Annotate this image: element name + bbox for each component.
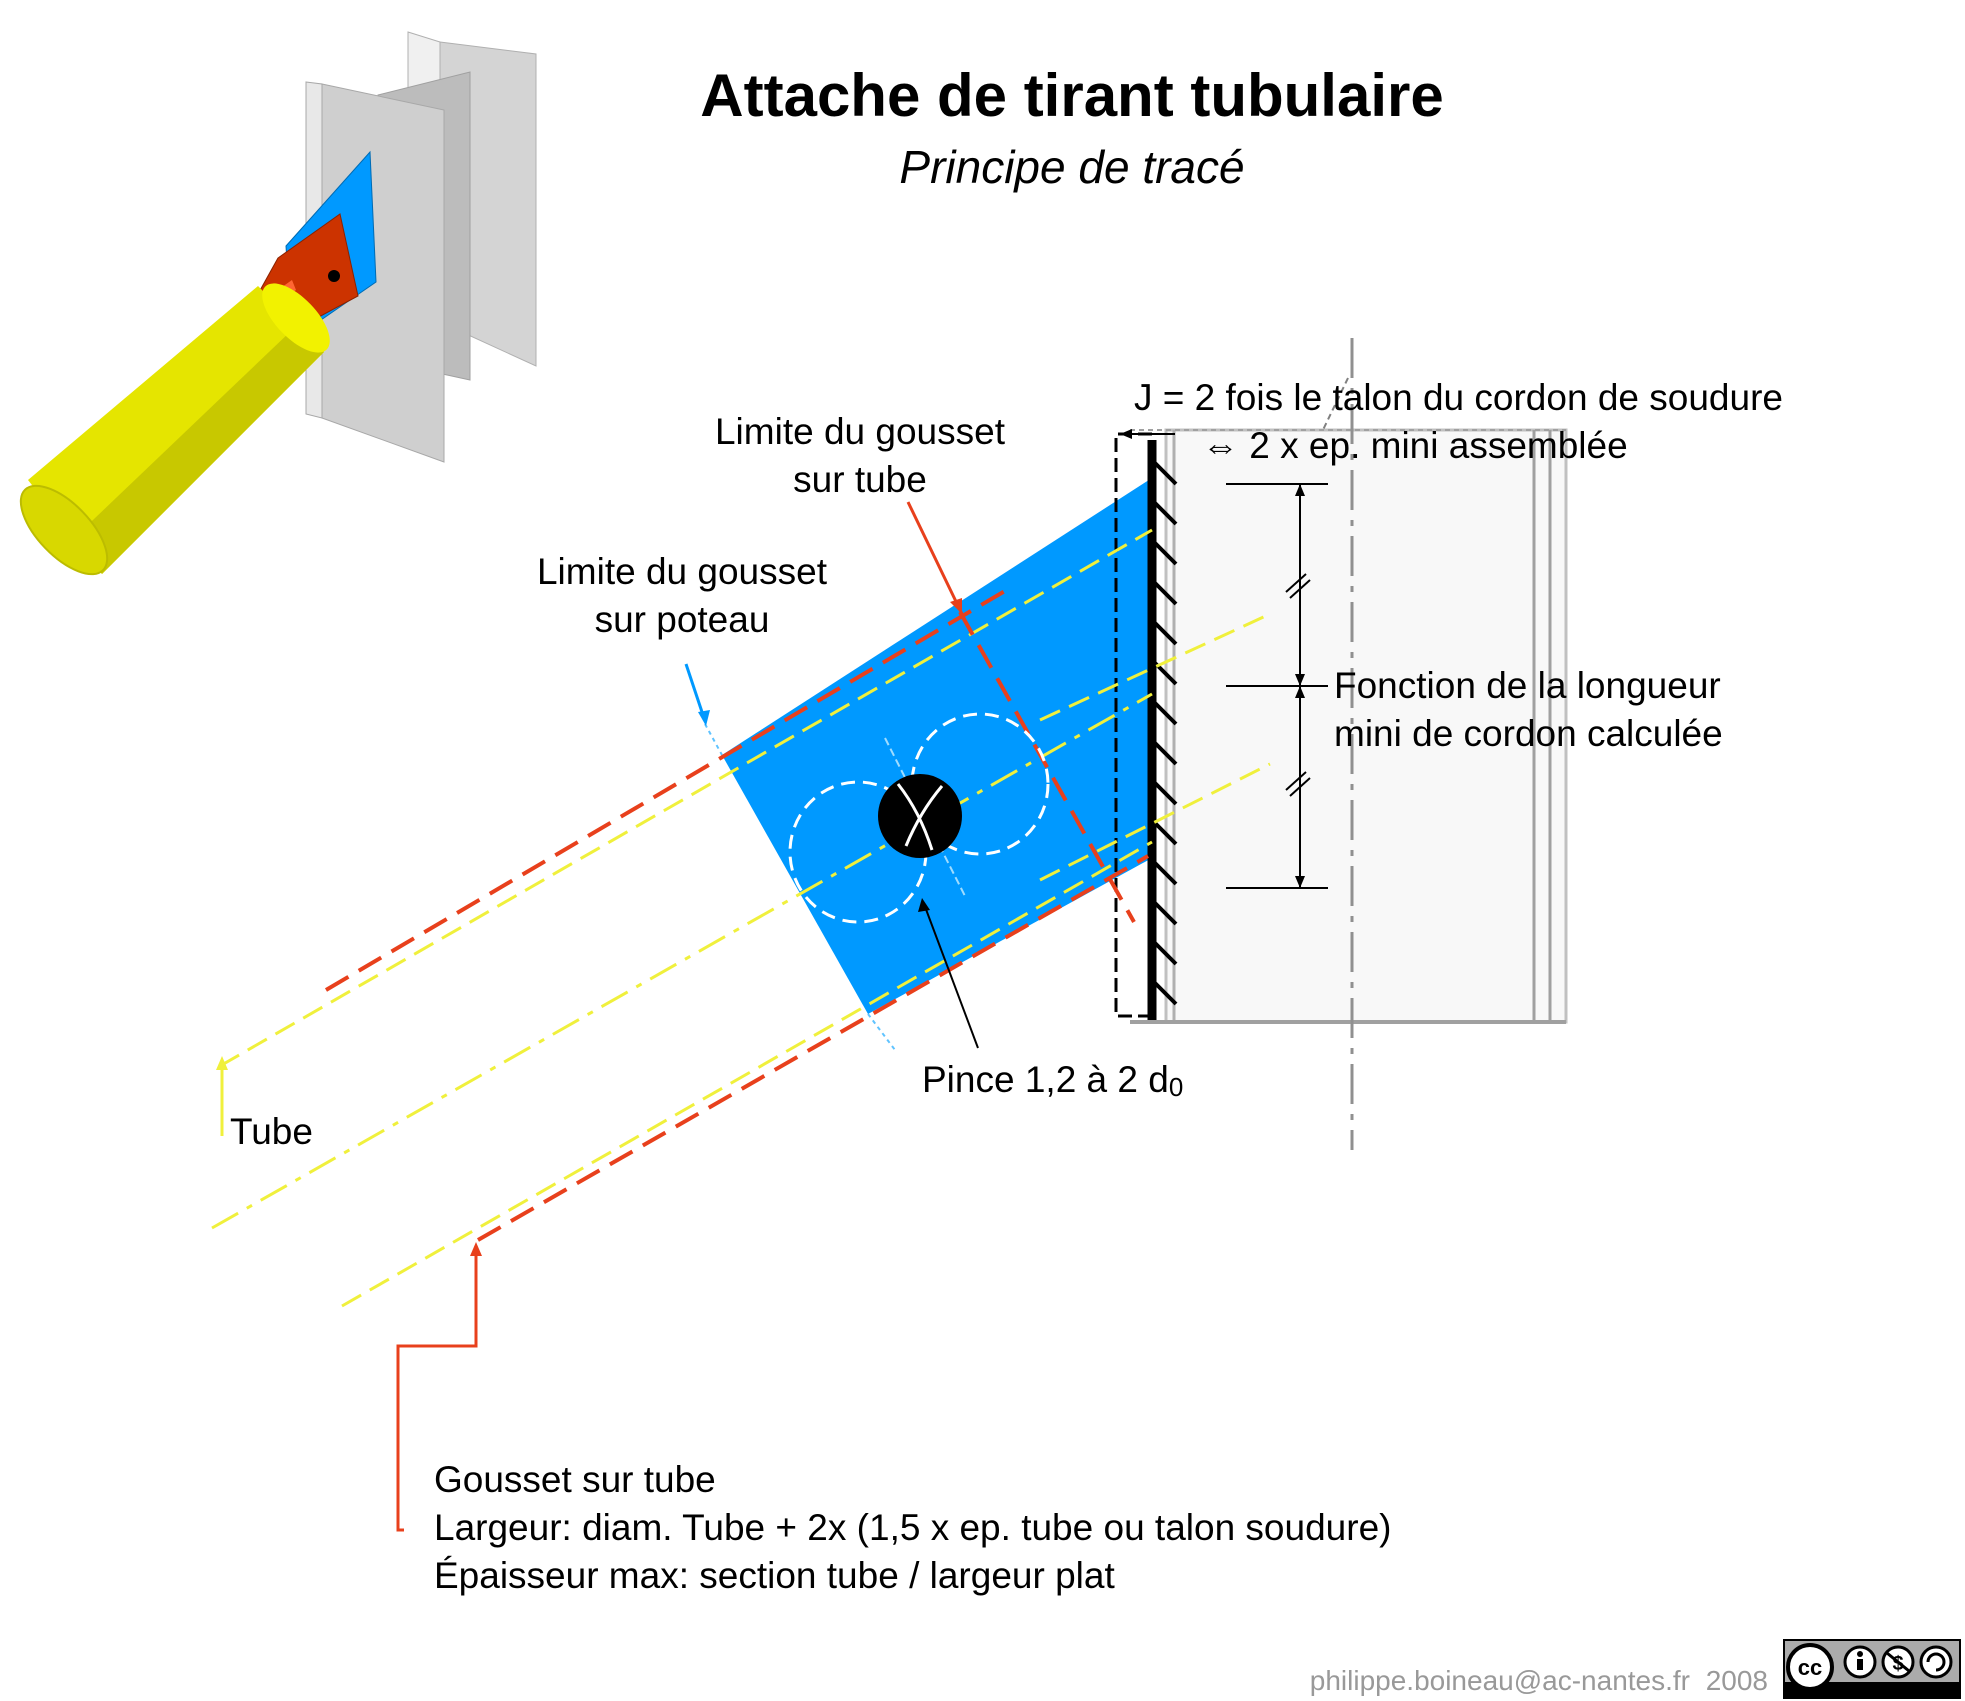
fonction-label-1: Fonction de la longueur bbox=[1334, 665, 1721, 706]
weld-hatches bbox=[1150, 458, 1178, 1006]
cc-by-label: BY bbox=[1851, 1683, 1869, 1698]
gusset-limit-top bbox=[324, 586, 1012, 992]
footer-author: philippe.boineau@ac-nantes.fr bbox=[1310, 1665, 1690, 1696]
gusset-limit-tube bbox=[958, 611, 1136, 923]
gousset-label-3: Épaisseur max: section tube / largeur pl… bbox=[434, 1555, 1115, 1596]
tube-lines bbox=[211, 528, 1271, 1308]
gousset-pointer bbox=[396, 1252, 478, 1532]
column-elevation bbox=[1130, 338, 1568, 1150]
tube-label: Tube bbox=[230, 1111, 313, 1152]
cc-logo-icon bbox=[1786, 1643, 1834, 1691]
cc-logo-text: cc bbox=[1798, 1655, 1822, 1680]
3d-illustration bbox=[19, 31, 537, 576]
pince-circle-right bbox=[910, 712, 1050, 856]
j-bracket-outline bbox=[1114, 432, 1152, 1018]
attribution-body bbox=[1857, 1659, 1863, 1670]
gousset-pointer-head bbox=[470, 1242, 482, 1256]
bolt-group bbox=[788, 712, 1050, 924]
pince-pointer-head bbox=[918, 898, 930, 912]
limite-tube-label-1: Limite du gousset bbox=[715, 411, 1006, 452]
gusset-limits bbox=[324, 586, 1149, 1242]
dim-arrows bbox=[1295, 484, 1305, 888]
bolt-cross-mark bbox=[896, 783, 944, 851]
tube-axis bbox=[211, 692, 1153, 1230]
tube-extra-axis-2 bbox=[1039, 762, 1271, 882]
sharealike-icon bbox=[1919, 1645, 1953, 1679]
tube-top-3d bbox=[262, 283, 330, 353]
limite-poteau-pointer bbox=[684, 663, 706, 719]
pince-label-subscript: 0 bbox=[1169, 1072, 1183, 1102]
pince-label-text: Pince 1,2 à 2 d bbox=[922, 1059, 1169, 1100]
tube-edge-bottom bbox=[341, 840, 1153, 1308]
gusset-limit-bottom bbox=[477, 854, 1149, 1242]
j-arrow-head bbox=[1120, 429, 1132, 439]
cc-badge-bottom bbox=[1784, 1682, 1960, 1698]
weld-seam bbox=[1147, 440, 1178, 1020]
tube-body-3d bbox=[28, 286, 324, 574]
gusset-edge-extension-bottom bbox=[867, 1013, 896, 1051]
cc-sa-label: SA bbox=[1927, 1683, 1946, 1698]
limite-tube-pointer-head bbox=[950, 598, 962, 614]
limite-poteau-pointer-head bbox=[698, 710, 710, 726]
j-gap-bracket bbox=[1114, 377, 1349, 1018]
page-title: Attache de tirant tubulaire bbox=[700, 62, 1443, 129]
column-body bbox=[1164, 428, 1568, 1024]
j-definition-line2: ⇔ 2 x ep. mini assemblée bbox=[1202, 425, 1628, 466]
limite-tube-pointer bbox=[906, 501, 964, 615]
tube-end-3d bbox=[19, 484, 109, 576]
gousset-label-2: Largeur: diam. Tube + 2x (1,5 x ep. tube… bbox=[434, 1507, 1391, 1548]
gusset-plate bbox=[722, 478, 1152, 1014]
tube-shadow-3d bbox=[72, 330, 324, 574]
gousset-label-1: Gousset sur tube bbox=[434, 1459, 716, 1500]
limite-poteau-label-2: sur poteau bbox=[595, 599, 770, 640]
dim-tick-3 bbox=[1285, 771, 1307, 791]
dim-tick-4 bbox=[1289, 777, 1311, 797]
cc-license-badge: cc $ BY NC SA bbox=[1783, 1639, 1961, 1699]
noncommercial-slash bbox=[1886, 1651, 1910, 1673]
attribution-head bbox=[1857, 1651, 1863, 1657]
limite-poteau-label-1: Limite du gousset bbox=[537, 551, 828, 592]
cc-nc-label: NC bbox=[1889, 1683, 1908, 1698]
dim-tick-2 bbox=[1289, 579, 1311, 599]
sharealike-arrow bbox=[1926, 1652, 1946, 1672]
tube-extra-axis bbox=[1039, 612, 1271, 722]
tube-edge-top bbox=[219, 528, 1153, 1068]
bolt-hole-3d bbox=[328, 270, 340, 282]
dim-tick-1 bbox=[1285, 573, 1307, 593]
noncommercial-symbol: $ bbox=[1892, 1653, 1903, 1675]
tube-pointer-head bbox=[216, 1056, 228, 1070]
pince-label: Pince 1,2 à 2 d0 bbox=[922, 1059, 1183, 1102]
pince-pointer bbox=[923, 903, 979, 1049]
fonction-label-2: mini de cordon calculée bbox=[1334, 713, 1723, 754]
gusset-edge-extension-top bbox=[704, 723, 723, 756]
limite-tube-label-2: sur tube bbox=[793, 459, 927, 500]
page-subtitle: Principe de tracé bbox=[899, 141, 1244, 193]
j-definition-line1: J = 2 fois le talon du cordon de soudure bbox=[1134, 377, 1783, 418]
footer-year: 2008 bbox=[1706, 1665, 1768, 1696]
